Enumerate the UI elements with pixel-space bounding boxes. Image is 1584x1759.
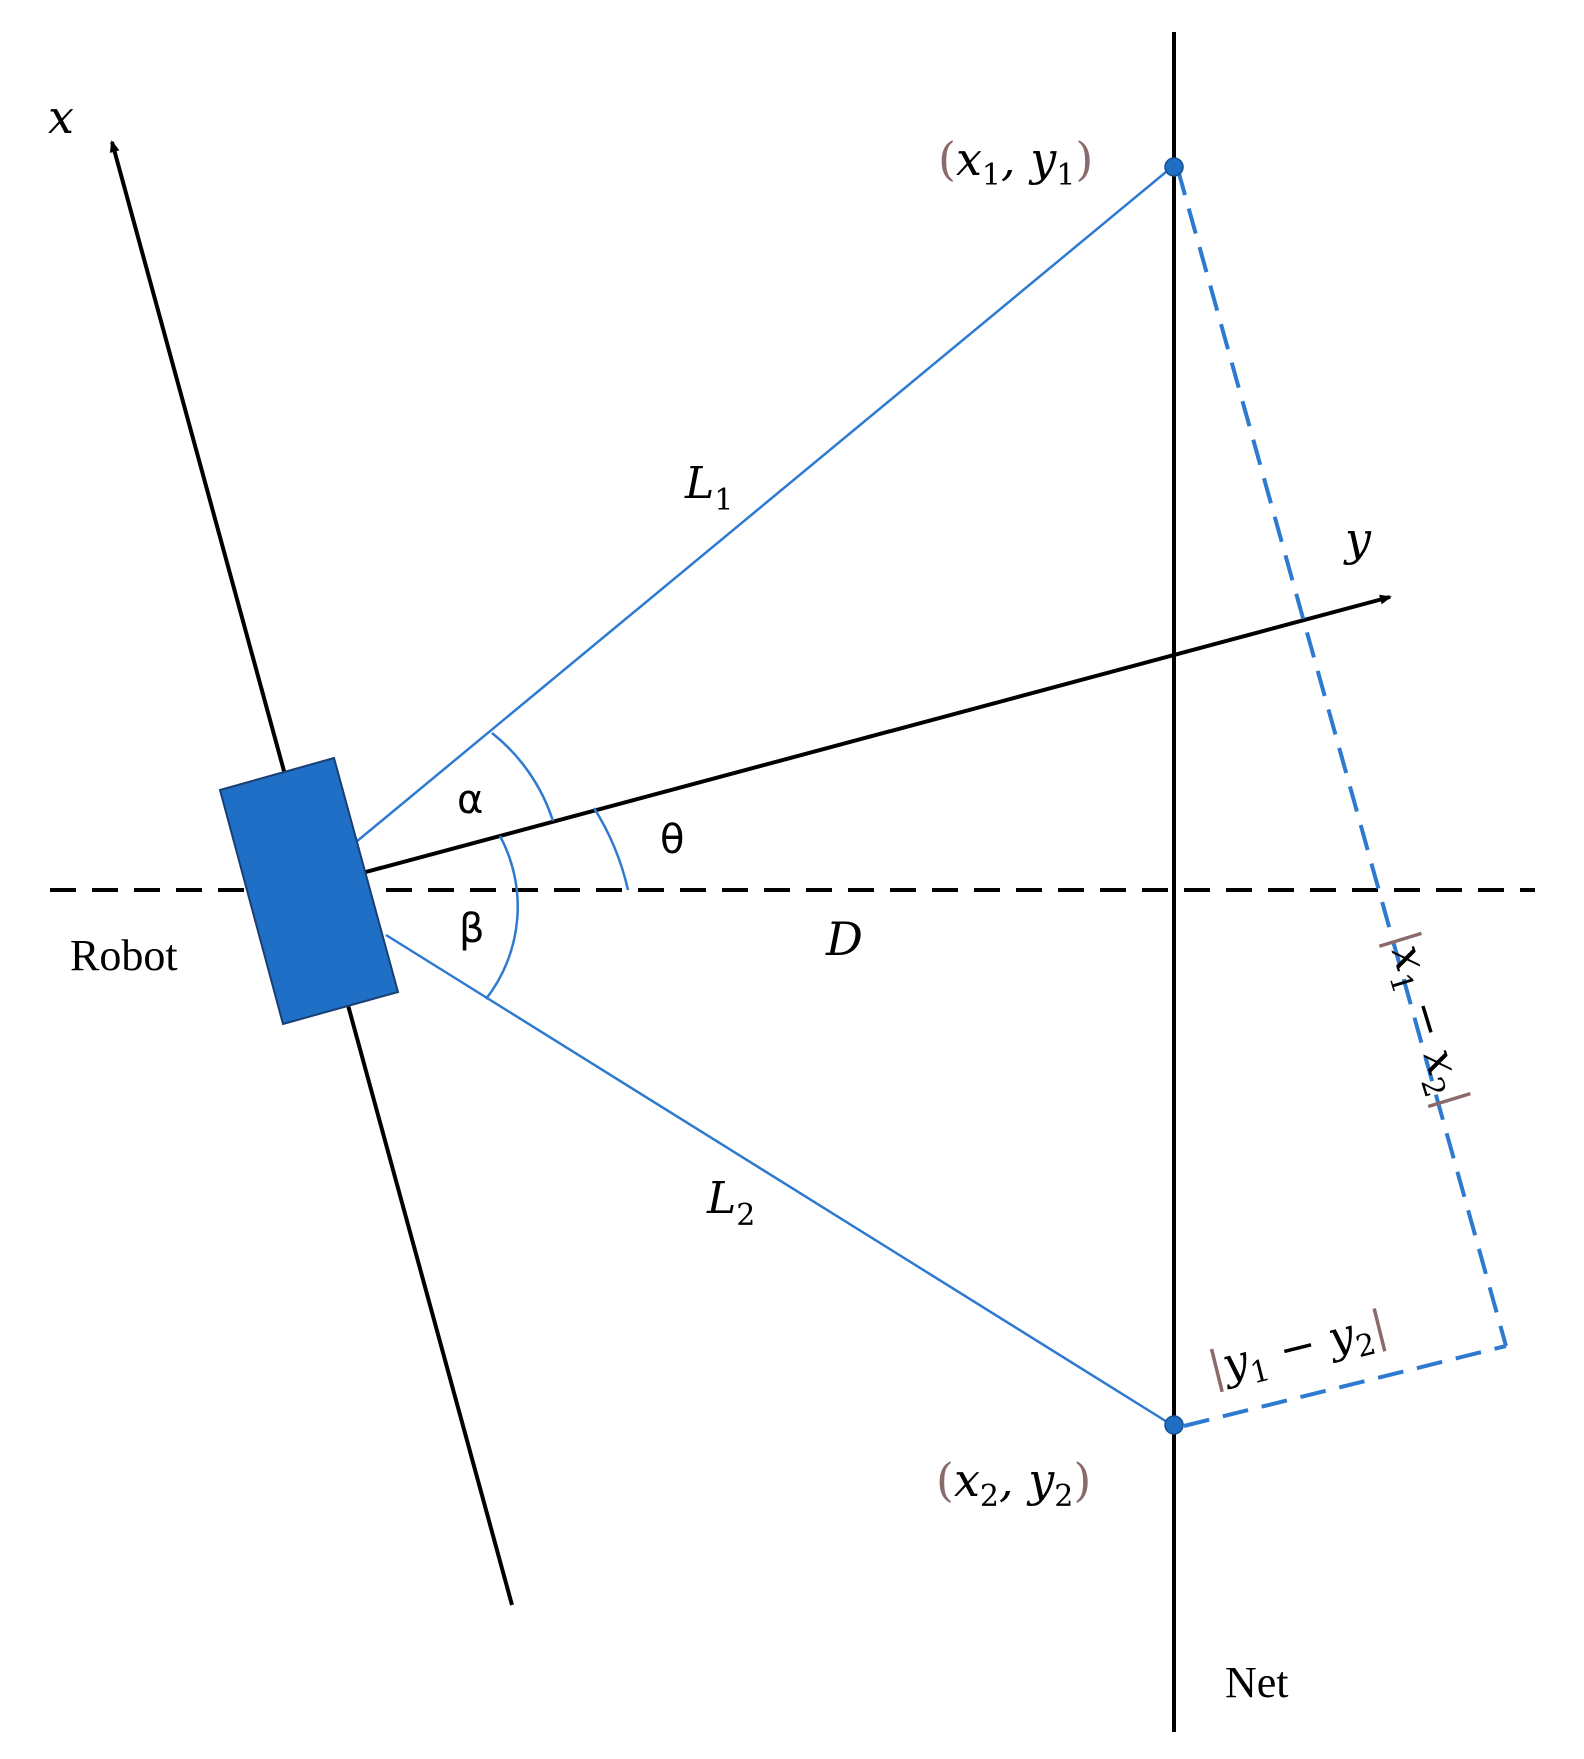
theta-arc bbox=[592, 807, 630, 891]
y-axis-label: y bbox=[1343, 512, 1372, 566]
svg-text:|y1 − y2|: |y1 − y2| bbox=[1203, 1301, 1394, 1401]
beta-arc bbox=[485, 835, 519, 1000]
svg-text:|x1 − x2|: |x1 − x2| bbox=[1370, 924, 1479, 1115]
alpha-label: α bbox=[457, 777, 483, 823]
robot-label: Robot bbox=[70, 931, 178, 980]
point-2-label: (x2, y2) bbox=[936, 1453, 1091, 1514]
x-difference-label: |x1 − x2| bbox=[1370, 924, 1479, 1115]
line-L2 bbox=[385, 933, 1173, 1427]
point-1-label: (x1, y1) bbox=[938, 132, 1093, 193]
beta-label: β bbox=[459, 906, 485, 952]
point-1-marker bbox=[1164, 157, 1184, 177]
alpha-arc bbox=[491, 732, 555, 822]
y-axis bbox=[361, 594, 1392, 875]
dashed-y-difference-leg bbox=[1183, 1344, 1507, 1428]
x-axis-label: x bbox=[48, 90, 74, 144]
D-label: D bbox=[825, 912, 863, 966]
robot-body bbox=[218, 756, 400, 1026]
net-label: Net bbox=[1225, 1658, 1289, 1707]
line-L1 bbox=[355, 166, 1173, 843]
dashed-x-difference-leg bbox=[1176, 169, 1508, 1347]
point-2-marker bbox=[1164, 1415, 1184, 1435]
y-difference-label: |y1 − y2| bbox=[1203, 1301, 1394, 1401]
L2-label: L2 bbox=[706, 1173, 755, 1233]
L1-label: L1 bbox=[684, 458, 733, 518]
theta-label: θ bbox=[660, 817, 684, 863]
